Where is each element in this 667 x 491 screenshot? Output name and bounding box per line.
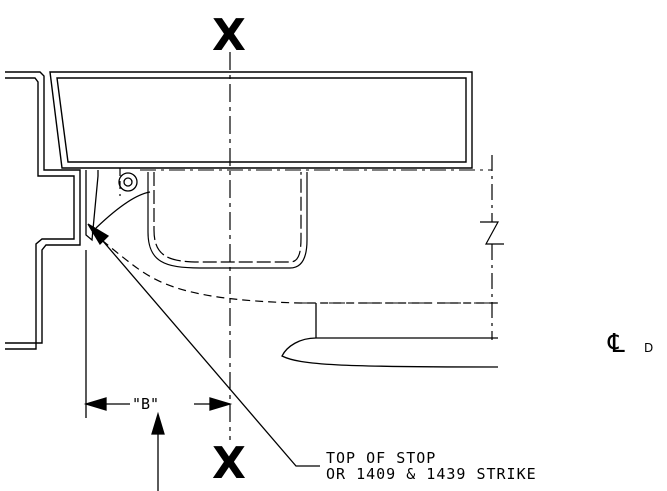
frame-profile xyxy=(5,71,81,350)
arm-swing-paths xyxy=(91,168,500,304)
stop-detail xyxy=(85,170,151,242)
centerline-symbol: ℄ xyxy=(607,329,625,359)
lower-plate xyxy=(281,303,499,368)
dimension-b xyxy=(83,250,233,491)
closer-box xyxy=(49,71,473,169)
dimension-label: "B" xyxy=(132,395,159,413)
centerline-suffix: D xyxy=(644,341,653,355)
door-edge xyxy=(480,155,504,340)
note-line-1: TOP OF STOP xyxy=(326,449,436,467)
section-mark-bottom: X xyxy=(212,438,246,489)
section-mark-top: X xyxy=(212,10,246,61)
leader-line xyxy=(87,223,320,467)
arm-cup xyxy=(147,172,308,269)
note-line-2: OR 1409 & 1439 STRIKE xyxy=(326,465,537,483)
